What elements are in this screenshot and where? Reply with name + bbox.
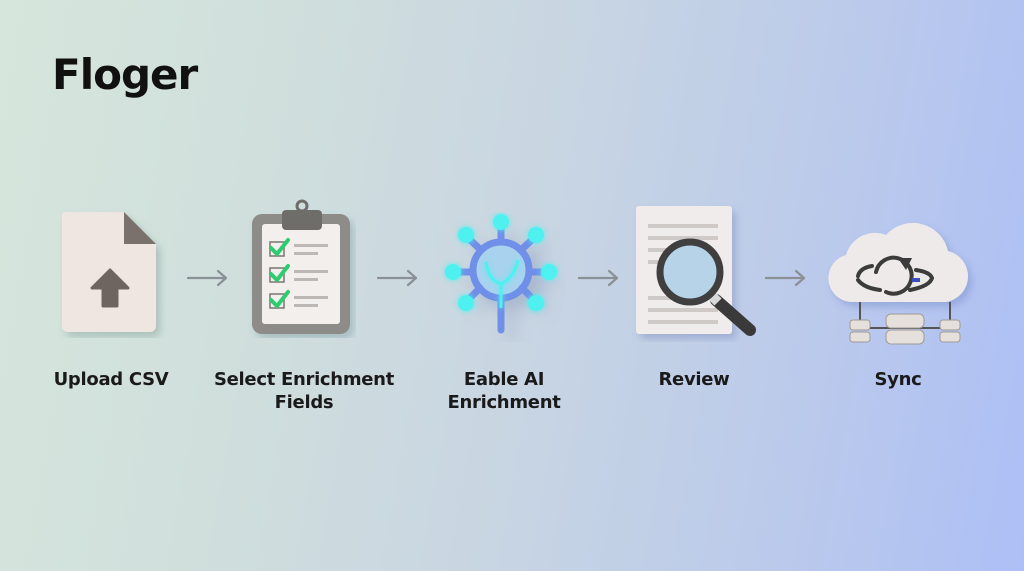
arrow-right-icon	[577, 269, 619, 287]
step-label-upload-csv: Upload CSV	[53, 369, 169, 390]
upload-file-icon	[58, 208, 168, 342]
arrow-right-icon	[764, 269, 806, 287]
ai-network-icon	[436, 212, 566, 346]
document-magnifier-icon	[632, 202, 762, 346]
cloud-sync-database-icon	[820, 210, 980, 359]
step-label-ai-enrichment: Eable AI Enrichment	[447, 369, 561, 413]
arrow-right-icon	[376, 269, 418, 287]
clipboard-checklist-icon	[248, 198, 356, 342]
step-label-select-enrichment-fields: Select Enrichment Fields	[213, 369, 394, 413]
step-label-review: Review	[658, 369, 730, 390]
brand-title: Floger	[52, 50, 198, 99]
arrow-right-icon	[186, 269, 228, 287]
step-label-sync: Sync	[874, 369, 922, 390]
